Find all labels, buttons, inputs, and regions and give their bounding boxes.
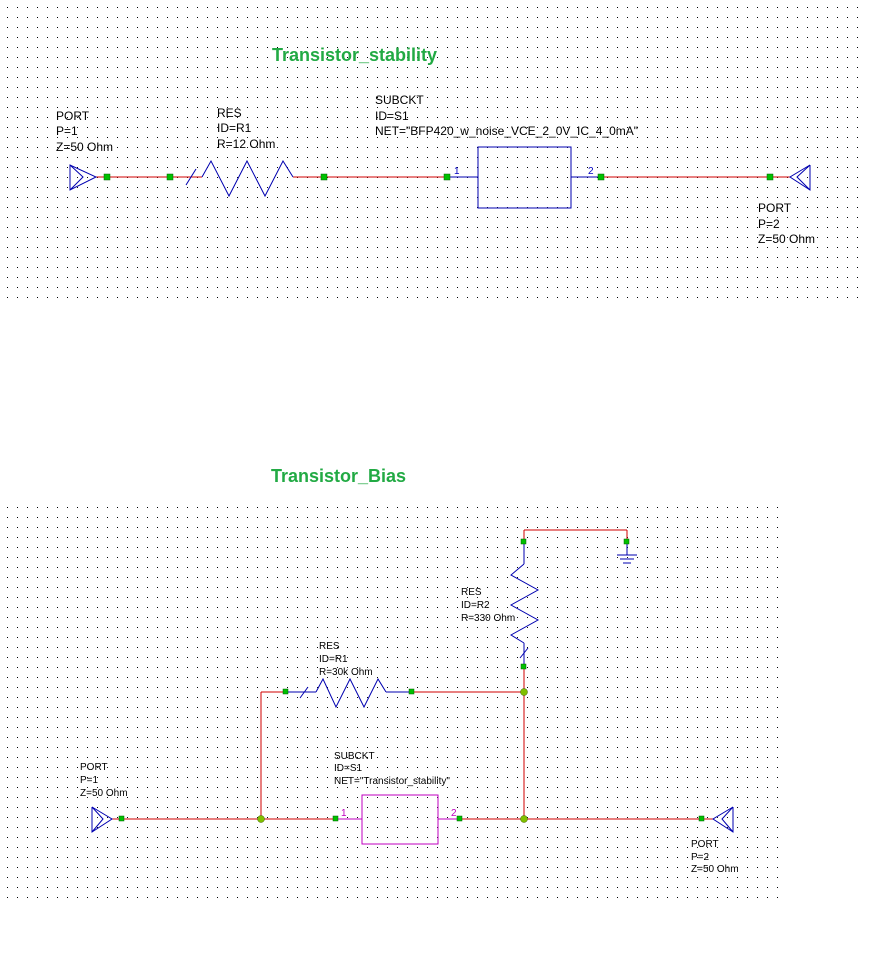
subckt-s1-label-net: NET="BFP420_w_noise_VCE_2_0V_IC_4_0mA" [375,124,639,138]
subckt-s1-label-type: SUBCKT [375,93,424,107]
res-r1-bias-label-type: RES [319,641,340,652]
subckt-pin-1-label: 1 [454,166,460,177]
res-r2-label-id: ID=R2 [461,600,490,611]
resistor-r2[interactable] [509,541,540,667]
node[interactable] [443,173,451,181]
junction-dot[interactable] [520,815,528,823]
node[interactable] [520,663,527,670]
port-2-bias-label-type: PORT [691,839,719,850]
node[interactable] [332,815,339,822]
res-r2-label-r: R=330 Ohm [461,613,516,624]
res-r1-bias-label-r: R=30k Ohm [319,667,373,678]
port-2-bias-symbol[interactable] [712,806,734,833]
port-1-bias-label-type: PORT [80,762,108,773]
subckt-bias-pin-1-label: 1 [341,808,347,819]
resistor-r1-bias[interactable] [286,677,412,709]
node[interactable] [282,688,289,695]
subckt-s1-label-id: ID=S1 [375,109,409,123]
node[interactable] [623,538,630,545]
res-r1-bias-label-id: ID=R1 [319,654,348,665]
resistor-r1[interactable] [185,159,294,198]
port-1-label-type: PORT [56,109,90,123]
port-1-label-p: P=1 [56,124,78,138]
port-1-symbol[interactable] [69,164,98,191]
port-2-bias-label-z: Z=50 Ohm [691,864,739,875]
schematic-1: 1 2 [69,146,811,209]
res-r1-label-r: R=12 Ohm [217,137,276,151]
port-2-symbol[interactable] [789,164,811,191]
node[interactable] [766,173,774,181]
subckt-s1-bias-label-type: SUBCKT [334,751,375,762]
node[interactable] [520,538,527,545]
node[interactable] [698,815,705,822]
port-1-bias-label-p: P=1 [80,775,99,786]
grid-area-1 [0,0,860,302]
node[interactable] [118,815,125,822]
subckt-s1-bias-box[interactable] [361,794,439,845]
schematic-2-title: Transistor_Bias [271,466,407,486]
node[interactable] [166,173,174,181]
res-r2-label-type: RES [461,587,482,598]
schematic-2: 1 2 [91,529,734,845]
port-2-bias-label-p: P=2 [691,852,710,863]
res-r1-label-id: ID=R1 [217,121,252,135]
port-1-bias-label-z: Z=50 Ohm [80,788,128,799]
node[interactable] [320,173,328,181]
res-r1-label-type: RES [217,106,242,120]
junction-dot[interactable] [520,688,528,696]
port-1-bias-symbol[interactable] [91,806,113,833]
port-2-label-z: Z=50 Ohm [758,232,816,246]
node[interactable] [597,173,605,181]
node[interactable] [456,815,463,822]
port-1-label-z: Z=50 Ohm [56,140,114,154]
subckt-s1-bias-label-id: ID=S1 [334,763,363,774]
subckt-pin-2-label: 2 [588,166,594,177]
grid-area-2 [0,500,782,898]
subckt-bias-pin-2-label: 2 [451,808,457,819]
node[interactable] [408,688,415,695]
schematic-1-title: Transistor_stability [272,45,438,65]
node[interactable] [103,173,111,181]
subckt-s1-bias-label-net: NET="Transistor_stability" [334,776,450,787]
port-2-label-type: PORT [758,201,792,215]
port-2-label-p: P=2 [758,217,780,231]
subckt-s1-box[interactable] [477,146,572,209]
junction-dot[interactable] [257,815,265,823]
